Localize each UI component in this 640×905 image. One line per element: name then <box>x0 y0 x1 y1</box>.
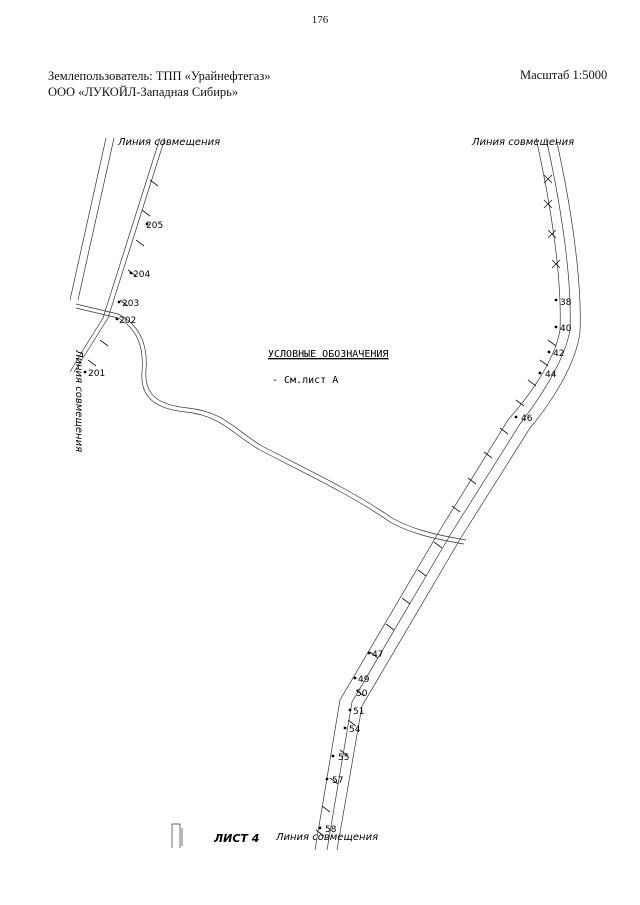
land-user-line-1: Землепользователь: ТПП «Урайнефтегаз» <box>48 69 271 83</box>
survey-point <box>538 371 542 375</box>
survey-point <box>353 676 357 680</box>
point-label: 49 <box>358 675 370 685</box>
land-user-info: Землепользователь: ТПП «Урайнефтегаз» ОО… <box>48 68 271 100</box>
right-corridor-line <box>326 137 571 851</box>
match-line-label-bottom: Линия совмещения <box>275 832 378 843</box>
point-label: 55 <box>338 753 349 763</box>
right-corridor-line <box>336 137 581 851</box>
match-line-label-left: Линия совмещения <box>73 349 84 452</box>
legend-item: - См.лист А <box>272 375 338 386</box>
left-corridor-line <box>77 137 115 301</box>
survey-point <box>547 350 551 354</box>
point-label: 204 <box>133 270 150 280</box>
survey-point <box>554 325 558 329</box>
point-label: 46 <box>521 414 533 424</box>
point-label: 57 <box>332 776 343 786</box>
left-corridor-line <box>69 137 107 301</box>
survey-point <box>129 271 133 275</box>
point-label: 202 <box>119 316 136 326</box>
point-label: 40 <box>560 324 572 334</box>
survey-point <box>331 754 335 758</box>
left-corridor-line <box>73 137 166 373</box>
point-label: 44 <box>545 370 557 380</box>
survey-point <box>115 317 119 321</box>
point-label: 203 <box>122 299 139 309</box>
match-line-label-top-left: Линия совмещения <box>117 137 220 148</box>
pipeline-route <box>75 303 467 541</box>
point-label: 58 <box>325 825 337 835</box>
survey-point <box>145 222 149 226</box>
point-label: 38 <box>560 298 572 308</box>
route-hatching <box>87 174 561 837</box>
survey-point <box>117 300 121 304</box>
survey-point <box>83 370 87 374</box>
survey-point <box>343 726 347 730</box>
sheet-label: ЛИСТ 4 <box>213 832 259 845</box>
survey-point <box>514 415 518 419</box>
right-corridor-line <box>314 137 561 851</box>
map-scale: Масштаб 1:5000 <box>520 68 608 82</box>
point-label: 42 <box>553 349 564 359</box>
point-label: 47 <box>372 650 383 660</box>
pipeline-route <box>75 307 465 545</box>
survey-point <box>367 651 371 655</box>
page-number: 176 <box>311 14 329 26</box>
survey-point <box>318 826 322 830</box>
point-label: 50 <box>356 689 368 699</box>
survey-point <box>348 708 352 712</box>
left-corridor-line <box>69 137 161 373</box>
survey-point <box>325 777 329 781</box>
land-user-line-2: ООО «ЛУКОЙЛ-Западная Сибирь» <box>48 85 239 99</box>
building-outline <box>171 823 183 848</box>
survey-point <box>554 298 558 302</box>
point-label: 205 <box>146 221 163 231</box>
point-label: 54 <box>349 725 361 735</box>
legend-title: УСЛОВНЫЕ ОБОЗНАЧЕНИЯ <box>268 349 388 360</box>
match-line-label-top-right: Линия совмещения <box>471 137 574 148</box>
point-label: 201 <box>88 369 105 379</box>
point-label: 51 <box>353 707 364 717</box>
